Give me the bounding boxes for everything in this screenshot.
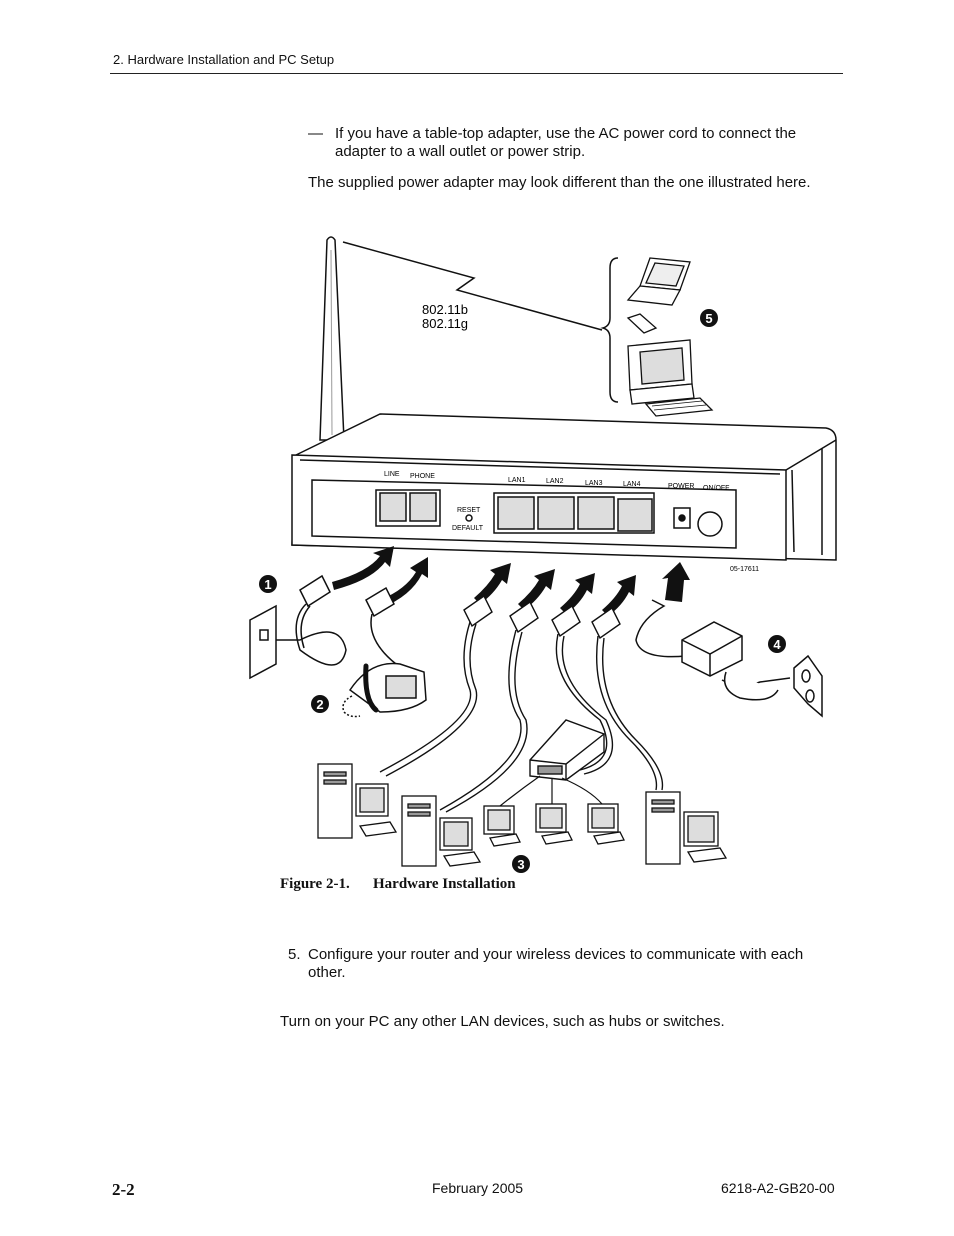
figure-id: 05-17611 xyxy=(730,566,759,573)
page-number: 2-2 xyxy=(112,1180,135,1199)
power-port-label: POWER xyxy=(668,483,694,490)
header-rule xyxy=(110,73,843,74)
callout-4-badge xyxy=(768,635,786,653)
reset-label: RESET xyxy=(457,507,481,514)
default-label: DEFAULT xyxy=(452,525,484,532)
lan2-port-label: LAN2 xyxy=(546,478,564,485)
step-text: Configure your router and your wireless … xyxy=(308,946,804,981)
phone-cable xyxy=(365,586,397,665)
callout-4: 4 xyxy=(773,637,781,652)
callout-2: 2 xyxy=(316,697,323,712)
telephone-icon xyxy=(342,662,427,718)
lan1-port-label: LAN1 xyxy=(508,477,526,484)
wireless-signal-line xyxy=(342,241,603,331)
router-port-labels: LINE PHONE LAN1 LAN2 LAN3 LAN4 POWER ON/… xyxy=(384,471,729,532)
router xyxy=(291,413,837,561)
callout-3-badge xyxy=(512,855,530,873)
wall-outlet-icon xyxy=(793,654,823,718)
callout-1-badge xyxy=(259,575,277,593)
turn-on-paragraph: Turn on your PC any other LAN devices, s… xyxy=(280,1013,725,1030)
step-number: 5. xyxy=(288,946,301,963)
document-number: 6218-A2-GB20-00 xyxy=(721,1180,835,1196)
callout-1: 1 xyxy=(264,577,271,592)
hub-to-pc-cables xyxy=(499,775,603,807)
wireless-std-80211b: 802.11b xyxy=(422,302,468,317)
adapter-note: The supplied power adapter may look diff… xyxy=(308,174,811,191)
line-port-label: LINE xyxy=(384,471,400,478)
lan3-port-label: LAN3 xyxy=(585,480,603,487)
bullet-text: If you have a table-top adapter, use the… xyxy=(335,125,797,160)
figure-caption: Figure 2-1. Hardware Installation xyxy=(280,876,516,893)
onoff-switch-label: ON/OFF xyxy=(703,485,729,492)
laptop-icon xyxy=(626,257,691,306)
caption-label: Figure 2-1. xyxy=(280,876,350,892)
caption-title: Hardware Installation xyxy=(373,876,516,892)
callout-5-badge xyxy=(700,309,718,327)
callout-2-badge xyxy=(311,695,329,713)
desktop-computer-icon xyxy=(627,339,714,417)
power-adapter-icon xyxy=(635,599,791,701)
wireless-card-icon xyxy=(626,313,658,334)
antenna xyxy=(319,236,345,441)
wireless-std-80211g: 802.11g xyxy=(422,316,468,331)
lan-cables xyxy=(379,594,664,813)
bullet-marker: — xyxy=(308,125,323,142)
network-hub-icon xyxy=(529,719,605,781)
callout-3: 3 xyxy=(517,857,524,872)
phone-port-label: PHONE xyxy=(410,473,435,480)
lan4-port-label: LAN4 xyxy=(623,481,641,488)
footer-date: February 2005 xyxy=(432,1180,524,1196)
running-header: 2. Hardware Installation and PC Setup xyxy=(113,52,335,67)
wireless-devices-brace xyxy=(600,257,619,403)
callout-5: 5 xyxy=(705,311,712,326)
lan-computers xyxy=(317,763,728,867)
wall-phone-jack-icon xyxy=(249,604,277,680)
phone-line-cable xyxy=(276,574,347,666)
